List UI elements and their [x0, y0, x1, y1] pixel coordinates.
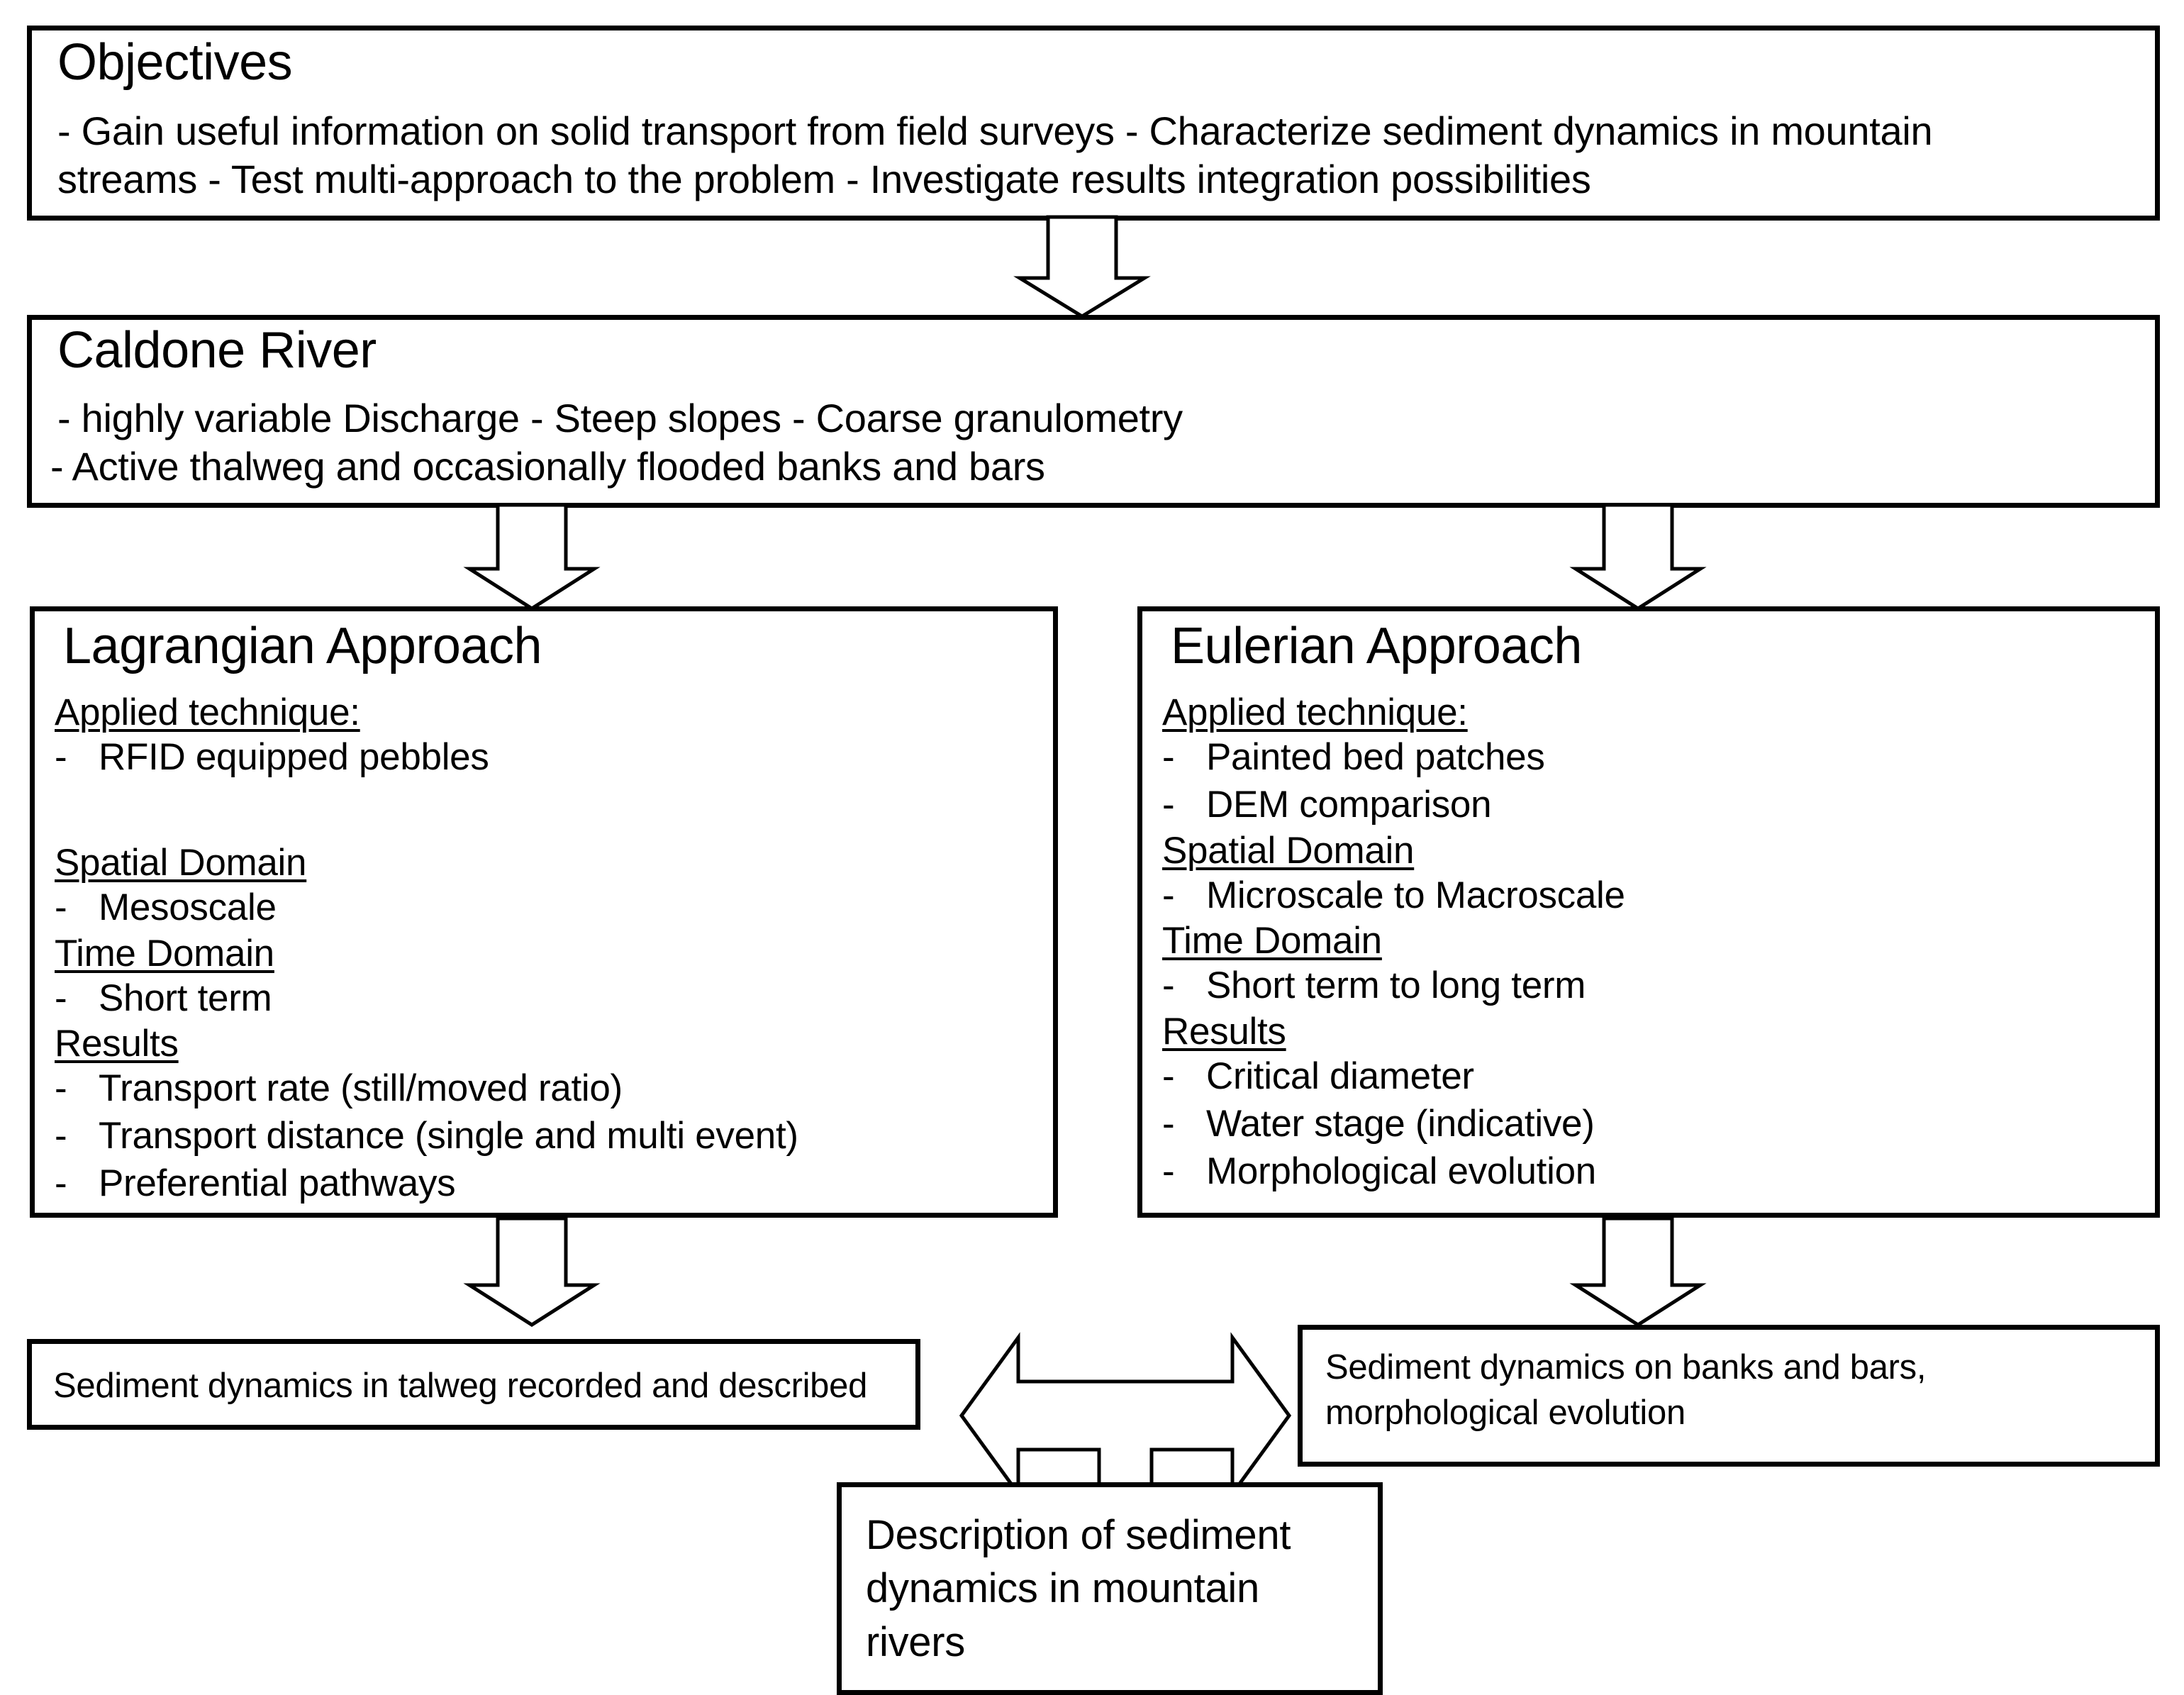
- caldone-line-2: - Active thalweg and occasionally floode…: [50, 444, 1045, 489]
- section-heading-label: Time Domain: [55, 932, 274, 974]
- section-heading: Applied technique:: [1162, 691, 2146, 734]
- section-heading: Spatial Domain: [55, 841, 1044, 884]
- bullet-item: -Short term to long term: [1162, 962, 2146, 1010]
- section-heading: Time Domain: [55, 932, 1044, 975]
- section-heading: Results: [1162, 1010, 2146, 1053]
- bullet-dash-icon: -: [1162, 736, 1175, 778]
- bullet-item-label: Short term: [99, 977, 272, 1019]
- arrow-objectives-to-caldone-icon: [1013, 215, 1151, 318]
- bullet-item: -Water stage (indicative): [1162, 1101, 2146, 1148]
- bullet-dash-icon: -: [55, 1067, 67, 1110]
- bullet-item: -Preferential pathways: [55, 1160, 1044, 1208]
- lagrangian-title: Lagrangian Approach: [63, 618, 542, 674]
- bullet-item-label: Water stage (indicative): [1206, 1102, 1595, 1145]
- bullet-dash-icon: -: [55, 736, 67, 778]
- objectives-line-2: streams - Test multi-approach to the pro…: [57, 157, 1591, 201]
- eulerian-approach-box: Eulerian Approach Applied technique:-Pai…: [1137, 606, 2160, 1218]
- arrow-caldone-to-eulerian-icon: [1569, 503, 1707, 611]
- arrow-caldone-to-lagrangian-icon: [463, 503, 601, 611]
- bullet-item-label: Morphological evolution: [1206, 1150, 1596, 1192]
- section-heading-label: Applied technique:: [1162, 691, 1468, 733]
- bullet-item-label: Critical diameter: [1206, 1055, 1474, 1098]
- bullet-item: -Short term: [55, 975, 1044, 1023]
- section-heading-label: Spatial Domain: [55, 841, 307, 884]
- bullet-dash-icon: -: [1162, 1150, 1175, 1192]
- bullet-item: -Morphological evolution: [1162, 1148, 2146, 1196]
- bullet-dash-icon: -: [1162, 1055, 1175, 1098]
- final-description-text: Description of sediment dynamics in moun…: [866, 1512, 1291, 1665]
- bullet-dash-icon: -: [55, 1162, 67, 1204]
- outcome-banks-box: Sediment dynamics on banks and bars, mor…: [1298, 1325, 2160, 1467]
- bullet-item: -Critical diameter: [1162, 1053, 2146, 1101]
- section-spacer: [55, 782, 1044, 841]
- bullet-item-label: Transport distance (single and multi eve…: [99, 1115, 798, 1157]
- final-description-box: Description of sediment dynamics in moun…: [837, 1482, 1383, 1695]
- bullet-dash-icon: -: [55, 1115, 67, 1157]
- bullet-item-label: Painted bed patches: [1206, 736, 1545, 778]
- outcome-banks-text: Sediment dynamics on banks and bars, mor…: [1325, 1348, 1927, 1432]
- bullet-dash-icon: -: [55, 977, 67, 1019]
- bullet-item-label: Transport rate (still/moved ratio): [99, 1067, 623, 1110]
- eulerian-sections: Applied technique:-Painted bed patches-D…: [1162, 691, 2146, 1195]
- bullet-dash-icon: -: [1162, 874, 1175, 916]
- bullet-item-label: DEM comparison: [1206, 783, 1492, 826]
- lagrangian-approach-box: Lagrangian Approach Applied technique:-R…: [30, 606, 1058, 1218]
- caldone-line-1: - highly variable Discharge - Steep slop…: [57, 396, 1183, 440]
- bullet-item: -Microscale to Macroscale: [1162, 872, 2146, 920]
- bullet-dash-icon: -: [1162, 783, 1175, 826]
- caldone-river-title: Caldone River: [57, 322, 377, 379]
- section-heading: Applied technique:: [55, 691, 1044, 734]
- objectives-line-1: - Gain useful information on solid trans…: [57, 109, 1933, 153]
- bullet-item-label: Short term to long term: [1206, 965, 1586, 1007]
- bullet-dash-icon: -: [1162, 1102, 1175, 1145]
- section-heading: Results: [55, 1022, 1044, 1065]
- section-heading-label: Spatial Domain: [1162, 829, 1415, 872]
- lagrangian-sections: Applied technique:-RFID equipped pebbles…: [55, 691, 1044, 1208]
- bullet-item: -Transport distance (single and multi ev…: [55, 1113, 1044, 1160]
- section-heading-label: Applied technique:: [55, 691, 360, 733]
- section-heading-label: Time Domain: [1162, 920, 1382, 962]
- objectives-box: Objectives - Gain useful information on …: [27, 26, 2160, 221]
- bullet-item-label: Preferential pathways: [99, 1162, 456, 1204]
- outcome-talweg-text: Sediment dynamics in talweg recorded and…: [53, 1367, 868, 1405]
- section-heading-label: Results: [55, 1023, 179, 1065]
- section-heading: Time Domain: [1162, 919, 2146, 962]
- bullet-item: -Painted bed patches: [1162, 734, 2146, 782]
- section-heading: Spatial Domain: [1162, 829, 2146, 872]
- bullet-item: -DEM comparison: [1162, 782, 2146, 829]
- eulerian-title: Eulerian Approach: [1171, 618, 1582, 674]
- objectives-title: Objectives: [57, 34, 293, 91]
- arrow-eulerian-to-banks-icon: [1569, 1216, 1707, 1327]
- section-heading-label: Results: [1162, 1011, 1286, 1053]
- bullet-item-label: RFID equipped pebbles: [99, 736, 489, 778]
- caldone-river-box: Caldone River - highly variable Discharg…: [27, 315, 2160, 508]
- bullet-item: -RFID equipped pebbles: [55, 734, 1044, 782]
- bullet-item-label: Microscale to Macroscale: [1206, 874, 1625, 916]
- arrow-lagrangian-to-talweg-icon: [463, 1216, 601, 1327]
- bullet-item-label: Mesoscale: [99, 886, 277, 928]
- bullet-item: -Transport rate (still/moved ratio): [55, 1065, 1044, 1113]
- outcome-talweg-box: Sediment dynamics in talweg recorded and…: [27, 1339, 920, 1430]
- bullet-item: -Mesoscale: [55, 884, 1044, 932]
- bullet-dash-icon: -: [1162, 965, 1175, 1007]
- bullet-dash-icon: -: [55, 886, 67, 928]
